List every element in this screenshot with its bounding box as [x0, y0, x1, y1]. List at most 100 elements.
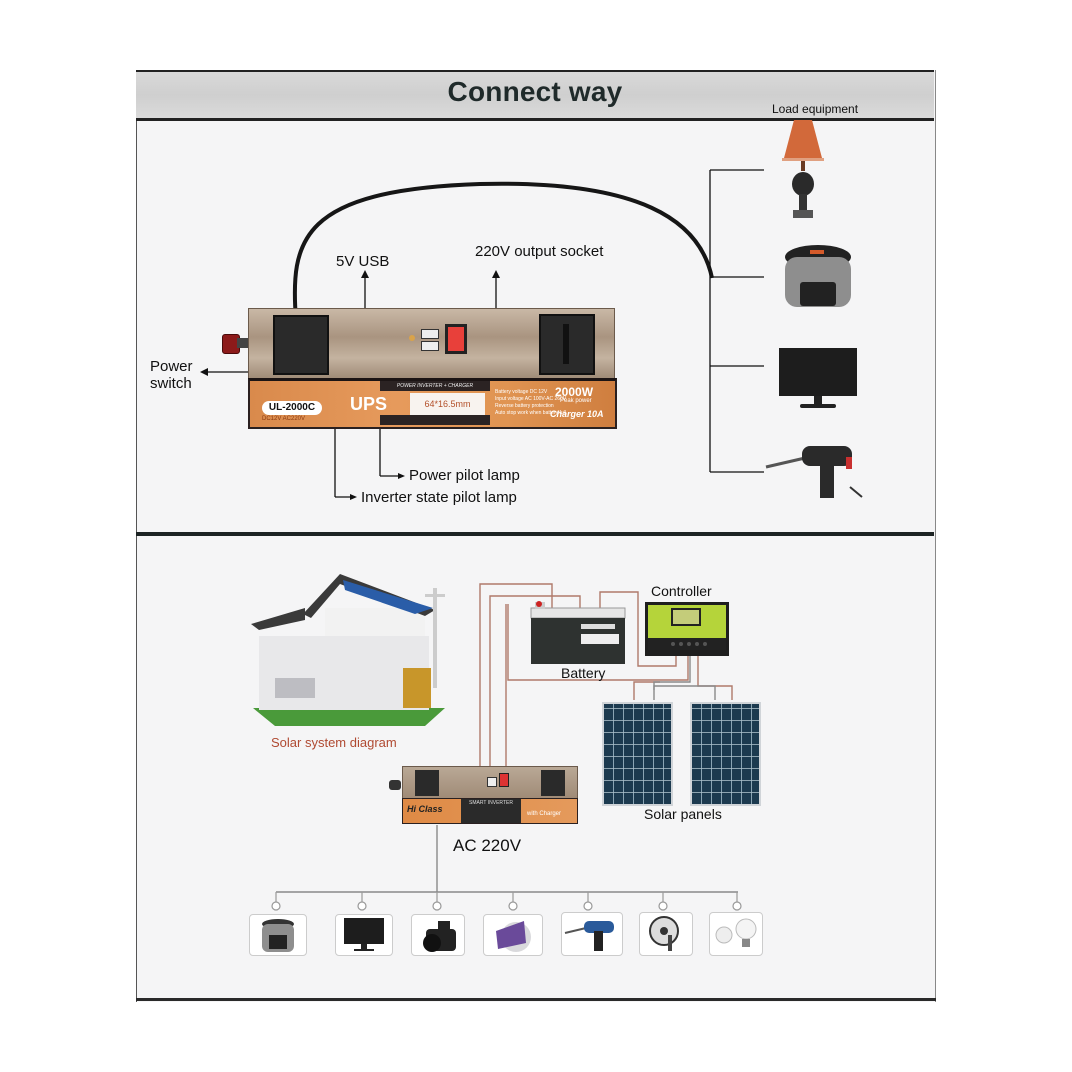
- solar-panels-label: Solar panels: [644, 806, 722, 822]
- power-switch-label-line1: Power: [150, 358, 193, 375]
- solar-panel-1: [602, 702, 673, 806]
- model-sub: DC12V AC220V: [262, 416, 306, 422]
- appliance-node: [271, 901, 281, 911]
- controller-icon: [645, 602, 729, 656]
- appliance-drill: [561, 912, 623, 956]
- lamp-icon: [782, 120, 824, 218]
- small-inverter-top: [402, 766, 578, 800]
- appliance-node: [658, 901, 668, 911]
- section-divider: [136, 532, 934, 536]
- load-equipment-icons: [765, 120, 863, 498]
- model-badge: UL-2000C: [262, 401, 322, 415]
- inverter-band: POWER INVERTER + CHARGER: [380, 381, 490, 391]
- bottom-border: [136, 998, 936, 1001]
- inverter-state-pilot-lamp-label: Inverter state pilot lamp: [361, 489, 517, 506]
- bulb-icon: [715, 918, 757, 947]
- monitor-icon: [344, 918, 384, 951]
- panel-wire-2: [653, 685, 716, 700]
- title-bar: Connect way: [136, 70, 934, 121]
- monitor-icon: [779, 348, 857, 408]
- peak-power-sub: Peak power: [560, 398, 592, 404]
- solar-panel-2: [690, 702, 761, 806]
- size-label: 64*16.5mm: [410, 393, 485, 415]
- usb-port-2: [421, 341, 439, 351]
- small-usb-port: [487, 777, 497, 787]
- power-lamp-arrow-head: [398, 473, 405, 479]
- socket-holes-icon: [563, 324, 569, 364]
- appliance-node: [432, 901, 442, 911]
- feature-item: Battery voltage DC 12V: [495, 389, 548, 395]
- drill-icon: [765, 446, 863, 498]
- small-rocker-switch: [499, 773, 509, 787]
- appliance-node: [357, 901, 367, 911]
- panel-grid: [692, 704, 759, 804]
- feature-item: Reverse battery protection: [495, 403, 554, 409]
- usb-port-1: [421, 329, 439, 339]
- connection-lines: [200, 169, 764, 500]
- output-socket-label: 220V output socket: [475, 243, 604, 260]
- small-inverter-terminal: [389, 780, 401, 790]
- small-inverter-brand: Hi Class: [407, 804, 443, 814]
- charger-rating: Charger 10A: [550, 409, 604, 419]
- panel-grid: [604, 704, 671, 804]
- power-cable: [292, 181, 714, 321]
- rice-cooker-icon: [262, 919, 294, 952]
- appliance-node: [508, 901, 518, 911]
- appliance-node: [583, 901, 593, 911]
- inverter-lower-band: [380, 415, 490, 425]
- wire-g: [633, 681, 660, 700]
- power-pilot-lamp-label: Power pilot lamp: [409, 467, 520, 484]
- appliance-fan: [639, 912, 693, 956]
- peak-power: 2000W: [555, 385, 594, 399]
- feature-item: Auto stop work when battery full: [495, 410, 566, 416]
- usb-label: 5V USB: [336, 253, 390, 270]
- input-socket: [273, 315, 329, 375]
- small-inverter-charger: with Charger: [527, 811, 562, 817]
- inverter-lamp-arrow-head: [350, 494, 357, 500]
- feature-item: Input voltage AC 100V-AC 260V: [495, 396, 567, 402]
- appliance-bulbs: [709, 912, 763, 956]
- appliance-monitor: [335, 914, 393, 956]
- power-switch-arrow-head: [200, 368, 208, 376]
- output-socket: [539, 314, 595, 375]
- appliance-rice-cooker: [249, 914, 307, 956]
- inverter-front-panel: UL-2000C DC12V AC220V UPS POWER INVERTER…: [248, 378, 617, 429]
- computer-icon: [496, 921, 531, 952]
- load-equipment-title: Load equipment: [772, 102, 859, 116]
- pilot-lamp-icon: [409, 335, 415, 341]
- appliance-computer: [483, 914, 543, 956]
- drill-icon: [564, 921, 614, 951]
- wire-d: [599, 591, 677, 667]
- feature-list: Battery voltage DC 12V Input voltage AC …: [495, 389, 566, 417]
- appliance-node: [732, 901, 742, 911]
- page-title: Connect way: [447, 76, 623, 107]
- socket-arrow-head: [492, 270, 500, 278]
- small-socket-2: [541, 770, 565, 796]
- usb-arrow-head: [361, 270, 369, 278]
- wire-b: [489, 595, 581, 766]
- ac-220v-label: AC 220V: [453, 836, 522, 855]
- inverter-top-panel: [248, 308, 615, 380]
- rice-cooker-icon: [785, 245, 851, 307]
- small-socket-1: [415, 770, 439, 796]
- ups-text: UPS: [350, 394, 388, 414]
- controller-label: Controller: [651, 583, 712, 599]
- battery-label: Battery: [561, 665, 606, 681]
- solar-system-diagram-label: Solar system diagram: [271, 735, 397, 750]
- battery-icon: [530, 601, 626, 664]
- diagram-sheet: [136, 70, 936, 1002]
- solar-house-icon: [251, 574, 445, 726]
- wire-e: [507, 604, 689, 681]
- appliance-camera: [411, 914, 465, 956]
- power-switch-label: Power switch: [150, 358, 193, 392]
- small-inverter-band: SMART INVERTER: [461, 799, 521, 823]
- wire-a: [479, 583, 553, 766]
- terminal-stem: [237, 338, 249, 348]
- small-inverter-front: Hi Class SMART INVERTER with Charger: [402, 798, 578, 824]
- rocker-switch: [445, 324, 467, 354]
- fan-icon: [649, 916, 679, 951]
- panel-wire-1: [653, 648, 691, 700]
- solar-wiring: [271, 583, 742, 911]
- camera-icon: [423, 921, 456, 952]
- power-switch-label-line2: switch: [150, 375, 192, 392]
